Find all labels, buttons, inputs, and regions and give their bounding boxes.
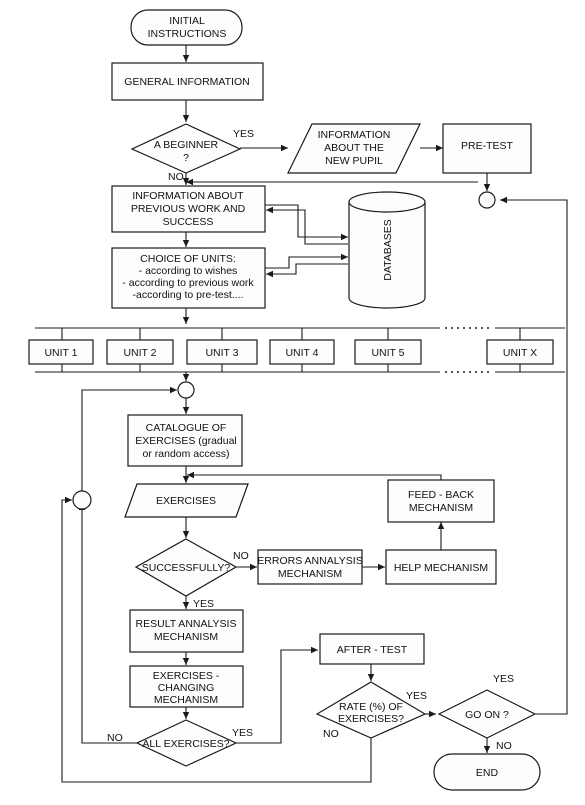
unit-2-label: UNIT 2 — [123, 347, 156, 359]
feedback-label-1: FEED - BACK — [408, 489, 474, 501]
choice-label-4: -according to pre-test.... — [133, 289, 244, 301]
rate-no-label: NO — [323, 728, 339, 740]
junction-circle-top — [478, 191, 496, 209]
errors-label-1: ERRORS ANNALYSIS — [257, 555, 362, 567]
catalogue-node — [127, 414, 243, 467]
unit-1-label: UNIT 1 — [44, 347, 77, 359]
choice-label-2: - according to wishes — [139, 265, 238, 277]
changing-mechanism-node — [129, 665, 244, 708]
go-on-yes-label: YES — [493, 673, 514, 685]
all-exercises-decision — [135, 719, 238, 767]
general-information-node — [111, 62, 264, 101]
all-exercises-no-label: NO — [107, 732, 123, 744]
end-label: END — [476, 767, 499, 779]
pretest-label: PRE-TEST — [461, 140, 514, 152]
unit-4-node — [269, 339, 335, 365]
go-on-no-label: NO — [496, 740, 512, 752]
rate-label-1: RATE (%) OF — [339, 701, 403, 713]
unit-x-node — [486, 339, 554, 365]
edge-labels: YES NO NO YES YES NO YES NO YES NO — [107, 128, 514, 752]
after-test-label: AFTER - TEST — [337, 644, 408, 656]
unit-1-node — [28, 339, 94, 365]
errors-analysis-node — [257, 549, 363, 585]
rate-yes-label: YES — [406, 690, 427, 702]
help-label: HELP MECHANISM — [394, 562, 488, 574]
choice-of-units-node — [111, 247, 266, 309]
end-node — [433, 753, 541, 791]
pretest-node — [442, 123, 532, 174]
beginner-decision — [130, 123, 242, 174]
connectors — [35, 45, 568, 783]
prev-label-3: SUCCESS — [163, 216, 214, 228]
previous-work-node — [111, 185, 266, 233]
errors-label-2: MECHANISM — [278, 568, 342, 580]
unit-5-node — [354, 339, 422, 365]
prev-label-1: INFORMATION ABOUT — [132, 190, 244, 202]
rate-label-2: EXERCISES? — [338, 713, 404, 725]
catalogue-label-1: CATALOGUE OF — [146, 422, 227, 434]
junction-circle-left — [72, 490, 92, 510]
new-pupil-info-node — [287, 123, 421, 174]
go-on-decision — [437, 689, 537, 739]
databases-label: DATABASES — [382, 219, 394, 280]
after-test-node — [319, 633, 425, 665]
feedback-label-2: MECHANISM — [409, 502, 473, 514]
result-analysis-node — [129, 609, 244, 653]
pupil-label-2: ABOUT THE — [324, 142, 384, 154]
changing-label-1: EXERCISES - — [153, 670, 220, 682]
shapes — [28, 9, 554, 791]
prev-label-2: PREVIOUS WORK AND — [131, 203, 246, 215]
initial-label-1: INITIAL — [169, 15, 205, 27]
initial-instructions-node — [130, 9, 243, 46]
successfully-label: SUCCESSFULLY? — [142, 562, 231, 574]
result-label-2: MECHANISM — [154, 631, 218, 643]
successfully-no-label: NO — [233, 550, 249, 562]
choice-label-1: CHOICE OF UNITS: — [140, 253, 236, 265]
beginner-label-1: A BEGINNER — [154, 139, 219, 151]
catalogue-label-2: EXERCISES (gradual — [135, 435, 237, 447]
unit-5-label: UNIT 5 — [371, 347, 404, 359]
choice-label-3: - according to previous work — [122, 277, 254, 289]
all-exercises-label: ALL EXERCISES? — [142, 738, 229, 750]
all-exercises-yes-label: YES — [232, 727, 253, 739]
pupil-label-3: NEW PUPIL — [325, 155, 383, 167]
result-label-1: RESULT ANNALYSIS — [136, 618, 237, 630]
unit-3-label: UNIT 3 — [205, 347, 238, 359]
changing-label-3: MECHANISM — [154, 694, 218, 706]
go-on-label: GO ON ? — [465, 709, 509, 721]
rate-decision — [315, 681, 427, 739]
junction-circle-exercises — [177, 381, 195, 399]
unit-2-node — [106, 339, 174, 365]
general-label: GENERAL INFORMATION — [124, 76, 249, 88]
pupil-label-1: INFORMATION — [318, 129, 391, 141]
feedback-node — [387, 479, 495, 523]
databases-cylinder — [348, 191, 426, 309]
node-labels: INITIAL INSTRUCTIONS GENERAL INFORMATION… — [44, 15, 537, 779]
catalogue-label-3: or random access) — [143, 448, 230, 460]
initial-label-2: INSTRUCTIONS — [148, 28, 227, 40]
changing-label-2: CHANGING — [158, 682, 215, 694]
exercises-io-node — [124, 483, 249, 518]
unit-3-node — [186, 339, 258, 365]
beginner-no-label: NO — [168, 171, 184, 183]
exercises-label: EXERCISES — [156, 495, 216, 507]
unit-x-label: UNIT X — [503, 347, 537, 359]
beginner-yes-label: YES — [233, 128, 254, 140]
unit-4-label: UNIT 4 — [285, 347, 318, 359]
successfully-decision — [134, 538, 238, 597]
beginner-label-2: ? — [183, 152, 189, 164]
help-mechanism-node — [385, 549, 497, 585]
successfully-yes-label: YES — [193, 598, 214, 610]
